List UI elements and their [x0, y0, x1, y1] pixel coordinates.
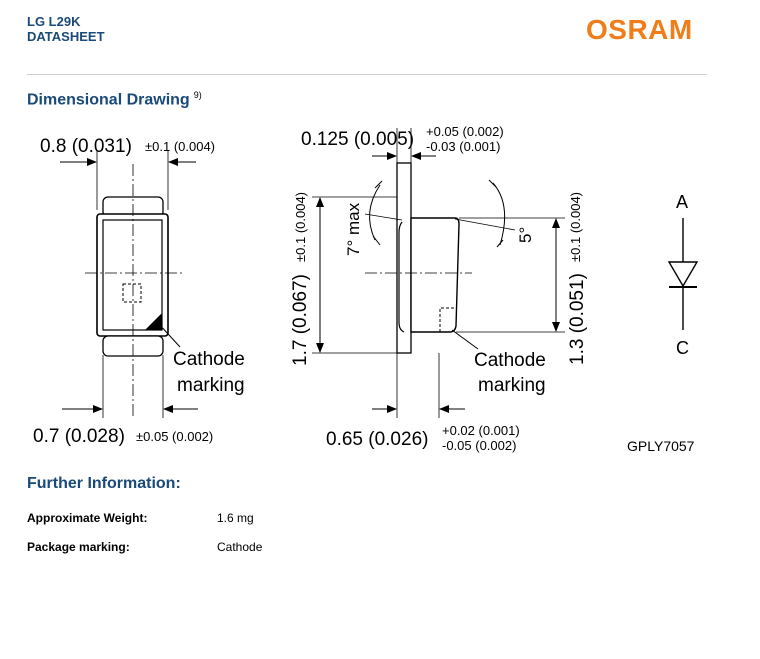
- osram-logo: OSRAM: [586, 14, 693, 45]
- package-body-inner: [102, 219, 163, 331]
- footnote-ref: 9): [193, 90, 202, 100]
- side-cathode-label-1: Cathode: [474, 350, 546, 371]
- left-bottom-dimension: 0.7 (0.028): [33, 426, 125, 447]
- weight-label: Approximate Weight:: [27, 511, 148, 525]
- side-height-dimension: 1.7 (0.067): [290, 274, 311, 366]
- left-top-tolerance: ±0.1 (0.004): [145, 139, 215, 154]
- side-bottom-tolerance-minus: -0.05 (0.002): [442, 438, 516, 453]
- weight-value: 1.6 mg: [217, 511, 254, 525]
- product-name: LG L29K: [27, 14, 81, 29]
- dimensional-drawing-title-text: Dimensional Drawing: [27, 91, 190, 109]
- left-cathode-label-2: marking: [177, 375, 245, 396]
- side-top-dimension: 0.125 (0.005): [301, 129, 414, 150]
- side-top-tolerance-minus: -0.03 (0.001): [426, 139, 500, 154]
- diode-triangle: [667, 261, 699, 288]
- side-top-tolerance-plus: +0.05 (0.002): [426, 124, 504, 139]
- anode-label: A: [676, 192, 688, 212]
- side-right-dimension: 1.3 (0.051): [567, 273, 588, 365]
- further-information-title: Further Information:: [27, 475, 181, 492]
- document-header: LG L29K DATASHEET: [27, 14, 105, 44]
- dimensional-drawing: 0.8 (0.031) ±0.1 (0.004) Cathode marking…: [33, 124, 699, 454]
- side-bottom-dimension: 0.65 (0.026): [326, 429, 428, 450]
- angle-right-label: 5°: [516, 227, 535, 243]
- cathode-mark-top: [145, 313, 162, 330]
- die-outline: [122, 283, 142, 303]
- drawing-id: GPLY7057: [627, 438, 695, 454]
- side-right-tolerance: ±0.1 (0.004): [568, 192, 583, 262]
- side-bottom-tolerance-plus: +0.02 (0.001): [442, 423, 520, 438]
- document-type: DATASHEET: [27, 29, 105, 44]
- side-cathode-label-2: marking: [478, 375, 546, 396]
- left-bottom-tolerance: ±0.05 (0.002): [136, 429, 213, 444]
- side-body: [410, 217, 460, 333]
- package-marking-value: Cathode: [217, 540, 263, 554]
- left-cathode-label-1: Cathode: [173, 349, 245, 370]
- left-top-dimension: 0.8 (0.031): [40, 136, 132, 157]
- side-height-tolerance: ±0.1 (0.004): [293, 192, 308, 262]
- package-marking-label: Package marking:: [27, 540, 130, 554]
- top-view: [60, 150, 198, 418]
- cathode-pin-label: C: [676, 338, 689, 358]
- header-divider: [27, 74, 707, 75]
- angle-left-label: 7° max: [344, 202, 363, 256]
- diode-symbol: [667, 218, 699, 330]
- side-view: [312, 128, 565, 418]
